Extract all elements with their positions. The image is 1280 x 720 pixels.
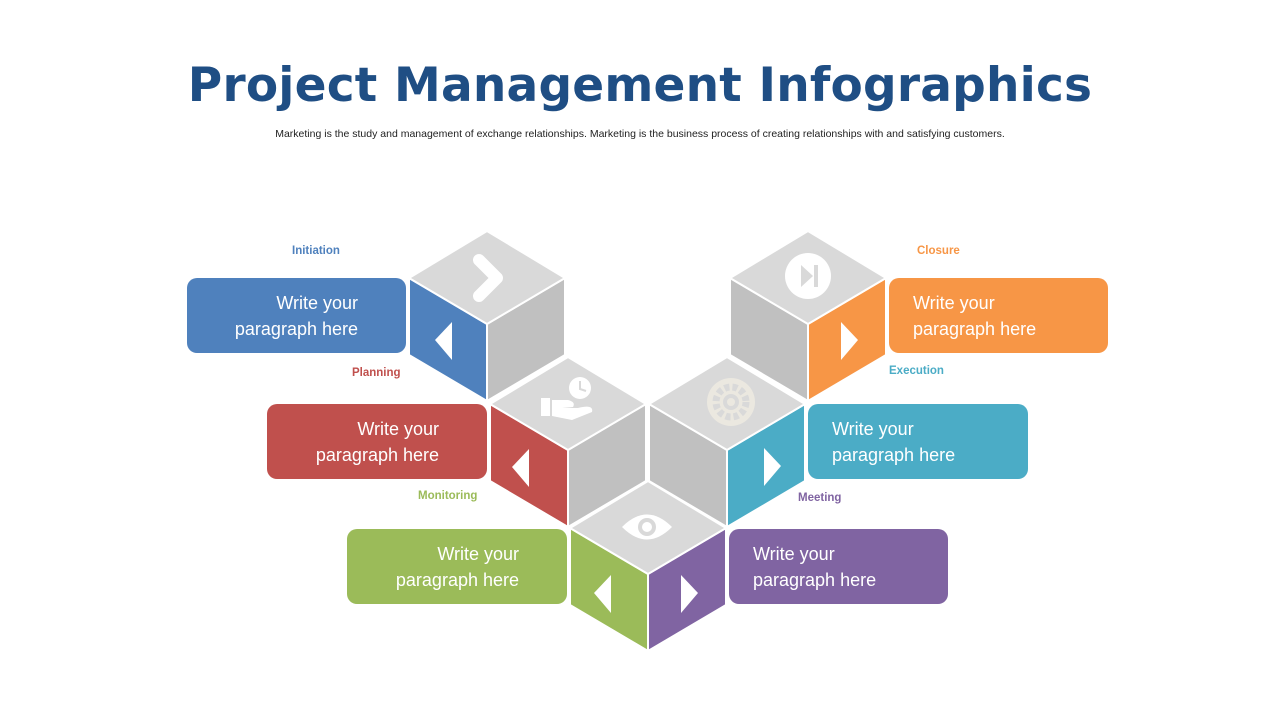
- card-meeting-line2: paragraph here: [753, 569, 877, 590]
- arrow-right-icon: [764, 448, 781, 486]
- cube-monitoring-meeting: [568, 479, 728, 653]
- card-initiation: Write your paragraph here: [187, 278, 406, 353]
- card-meeting-line1: Write your: [753, 543, 835, 564]
- arrow-right-icon: [841, 322, 858, 360]
- tag-monitoring: Monitoring: [418, 490, 478, 502]
- card-initiation-line2: paragraph here: [234, 318, 358, 339]
- arrow-right-icon: [681, 575, 698, 613]
- arrow-left-icon: [512, 449, 529, 487]
- arrow-left-icon: [435, 322, 452, 360]
- card-planning-line1: Write your: [357, 418, 439, 439]
- tag-initiation: Initiation: [292, 245, 340, 257]
- page-subtitle: Marketing is the study and management of…: [275, 128, 1005, 140]
- tag-meeting: Meeting: [798, 492, 842, 504]
- cube-execution: [647, 355, 807, 529]
- eye-icon: [622, 514, 672, 540]
- card-execution-line1: Write your: [832, 418, 914, 439]
- card-monitoring-line1: Write your: [437, 543, 519, 564]
- hand-clock-icon: [541, 377, 593, 420]
- tag-planning: Planning: [352, 367, 401, 379]
- cube-initiation-top-face: [407, 229, 567, 326]
- cube-closure: [728, 229, 888, 403]
- card-execution-line2: paragraph here: [832, 444, 956, 465]
- card-closure: Write your paragraph here: [889, 278, 1108, 353]
- cube-planning: [488, 355, 648, 529]
- card-closure-line2: paragraph here: [913, 318, 1037, 339]
- arrow-left-icon: [594, 575, 611, 613]
- chevron-right-icon: [473, 254, 503, 302]
- card-planning-line2: paragraph here: [315, 444, 439, 465]
- card-monitoring-line2: paragraph here: [395, 569, 519, 590]
- tag-closure: Closure: [917, 245, 960, 257]
- cube-initiation: [407, 229, 567, 403]
- tag-execution: Execution: [889, 365, 944, 377]
- card-closure-line1: Write your: [913, 292, 995, 313]
- gear-icon: [707, 378, 755, 426]
- card-initiation-line1: Write your: [276, 292, 358, 313]
- page-title: Project Management Infographics: [187, 58, 1093, 113]
- card-meeting: Write your paragraph here: [729, 529, 948, 604]
- card-planning: Write your paragraph here: [267, 404, 487, 479]
- card-execution: Write your paragraph here: [808, 404, 1028, 479]
- card-monitoring: Write your paragraph here: [347, 529, 567, 604]
